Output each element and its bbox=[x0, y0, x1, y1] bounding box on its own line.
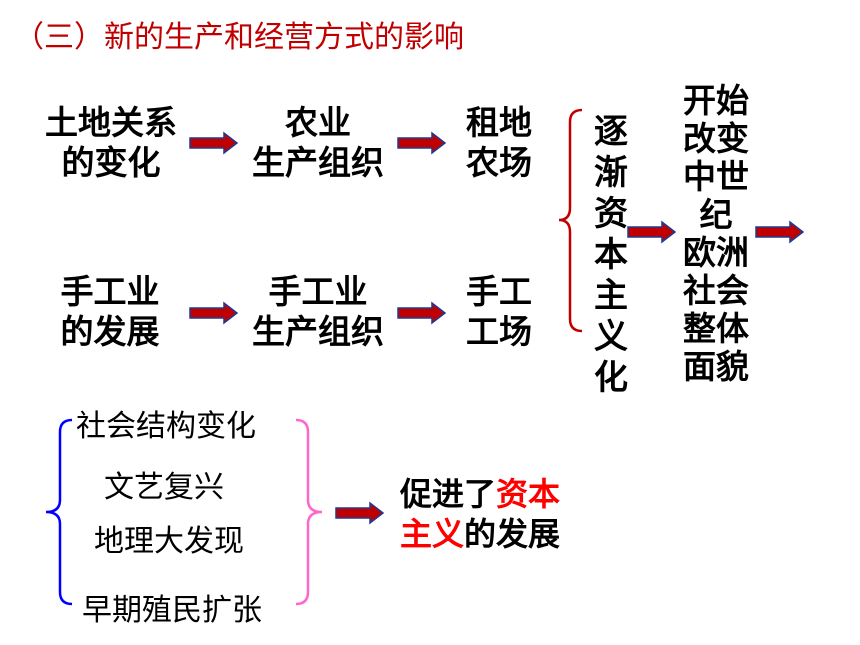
factor-item: 文艺复兴 bbox=[104, 470, 224, 505]
merge-brace bbox=[558, 108, 583, 333]
conclusion-prefix: 促进了 bbox=[400, 475, 497, 513]
conclusion-highlight: 主义 bbox=[400, 515, 465, 553]
conclusion-suffix: 的发展 bbox=[464, 515, 561, 553]
node-handicraft-organization: 手工业生产组织 bbox=[252, 272, 384, 351]
factor-item: 早期殖民扩张 bbox=[82, 593, 262, 628]
arrow-right-icon bbox=[189, 301, 239, 325]
conclusion-text: 促进了资本 主义的发展 bbox=[400, 474, 560, 554]
factor-brace-left bbox=[45, 418, 73, 606]
arrow-right-icon bbox=[335, 501, 385, 525]
arrow-right-icon bbox=[397, 131, 447, 155]
arrow-right-icon bbox=[627, 220, 677, 244]
node-handicraft-development: 手工业的发展 bbox=[60, 272, 160, 351]
node-tenant-farm: 租地农场 bbox=[466, 103, 532, 182]
node-land-relations: 土地关系的变化 bbox=[45, 103, 177, 182]
final-result-text: 开始 改变 中世 纪 欧洲 社会 整体 面貌 bbox=[683, 81, 749, 386]
arrow-right-icon bbox=[189, 131, 239, 155]
arrow-right-icon bbox=[397, 301, 447, 325]
factor-item: 地理大发现 bbox=[94, 524, 244, 559]
conclusion-highlight: 资本 bbox=[496, 475, 561, 513]
arrow-right-icon bbox=[755, 220, 805, 244]
node-agri-organization: 农业生产组织 bbox=[252, 103, 384, 182]
merge-result-text: 逐渐资本主义化 bbox=[594, 112, 628, 398]
factor-item: 社会结构变化 bbox=[76, 409, 256, 444]
factor-brace-right bbox=[295, 418, 323, 606]
page-title: （三）新的生产和经营方式的影响 bbox=[14, 20, 464, 55]
node-workshop: 手工工场 bbox=[466, 272, 532, 351]
